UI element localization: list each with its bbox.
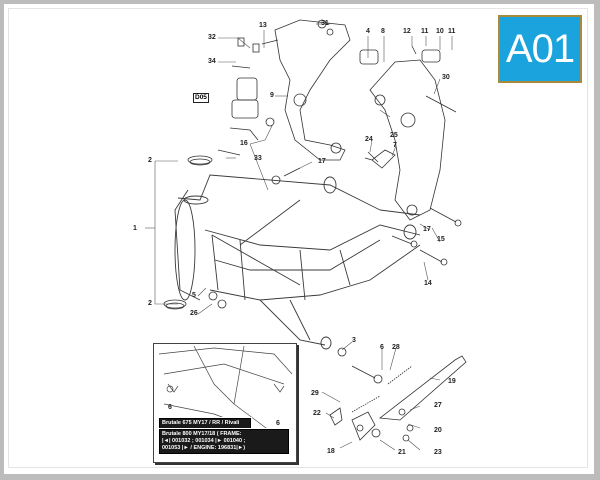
callout-2: 2: [148, 300, 152, 307]
callout-26: 26: [190, 310, 198, 317]
callout-11: 11: [448, 28, 456, 35]
callout-25: 25: [390, 132, 398, 139]
callout-16: 16: [240, 140, 248, 147]
callout-22: 22: [313, 410, 321, 417]
callout-10: 10: [436, 28, 444, 35]
callout-8: 8: [381, 28, 385, 35]
callout-29: 29: [311, 390, 319, 397]
callout-1: 1: [133, 225, 137, 232]
callout-11: 11: [421, 28, 429, 35]
model-note-800-line3: 001053 |► / ENGINE: 196831|►): [162, 445, 246, 451]
callout-27: 27: [434, 402, 442, 409]
model-note-675: Brutale 675 MY17 / RR / Rivali: [158, 417, 252, 430]
callout-17: 17: [318, 158, 326, 165]
model-note-800-line2: |◄| 001032 ; 001034 |► 001040 ;: [162, 438, 246, 444]
callout-28: 28: [392, 344, 400, 351]
page-badge: A01: [498, 15, 582, 83]
model-note-800: Brutale 800 MY17/18 ( FRAME: |◄| 001032 …: [158, 428, 290, 455]
callout-2: 2: [148, 157, 152, 164]
callout-18: 18: [327, 448, 335, 455]
callout-14: 14: [424, 280, 432, 287]
callout-31: 31: [321, 20, 329, 27]
callout-20: 20: [434, 427, 442, 434]
callout-32: 32: [208, 34, 216, 41]
model-note-800-line1: Brutale 800 MY17/18 ( FRAME:: [162, 431, 242, 437]
callout-15: 15: [437, 236, 445, 243]
callout-13: 13: [259, 22, 267, 29]
inset-callout-6: 6: [276, 420, 280, 427]
frame-inner-line: [8, 8, 588, 468]
callout-30: 30: [442, 74, 450, 81]
callout-24: 24: [365, 136, 373, 143]
callout-5: 5: [192, 292, 196, 299]
callout-3: 3: [352, 337, 356, 344]
callout-7: 7: [393, 142, 397, 149]
inset-callout-6: 6: [168, 404, 172, 411]
callout-23: 23: [434, 449, 442, 456]
reference-code-box: D05: [193, 93, 209, 103]
callout-12: 12: [403, 28, 411, 35]
callout-4: 4: [366, 28, 370, 35]
callout-9: 9: [270, 92, 274, 99]
callout-33: 33: [254, 155, 262, 162]
callout-21: 21: [398, 449, 406, 456]
callout-34: 34: [208, 58, 216, 65]
callout-6: 6: [380, 344, 384, 351]
callout-17: 17: [423, 226, 431, 233]
callout-19: 19: [448, 378, 456, 385]
